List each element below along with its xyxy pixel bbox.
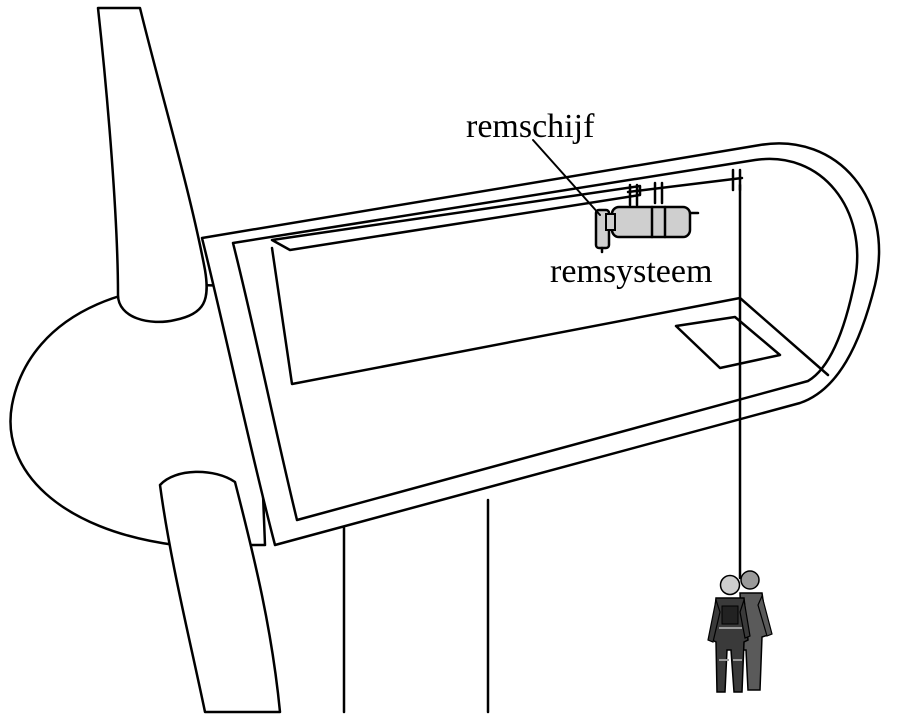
tower bbox=[342, 498, 490, 714]
label-brake-system: remsysteem bbox=[550, 253, 712, 290]
floor-hatch bbox=[674, 315, 782, 370]
worker-front bbox=[707, 574, 751, 693]
nacelle-inner bbox=[231, 157, 859, 522]
ceiling-rail bbox=[270, 184, 642, 252]
back-wall-edge bbox=[270, 246, 830, 386]
workers bbox=[707, 570, 773, 693]
brake-system bbox=[594, 205, 700, 254]
blade-upper bbox=[96, 6, 208, 324]
blade-lower bbox=[158, 470, 282, 714]
label-brake-disc: remschijf bbox=[466, 108, 595, 145]
brake-disc-leader-line bbox=[532, 139, 601, 216]
